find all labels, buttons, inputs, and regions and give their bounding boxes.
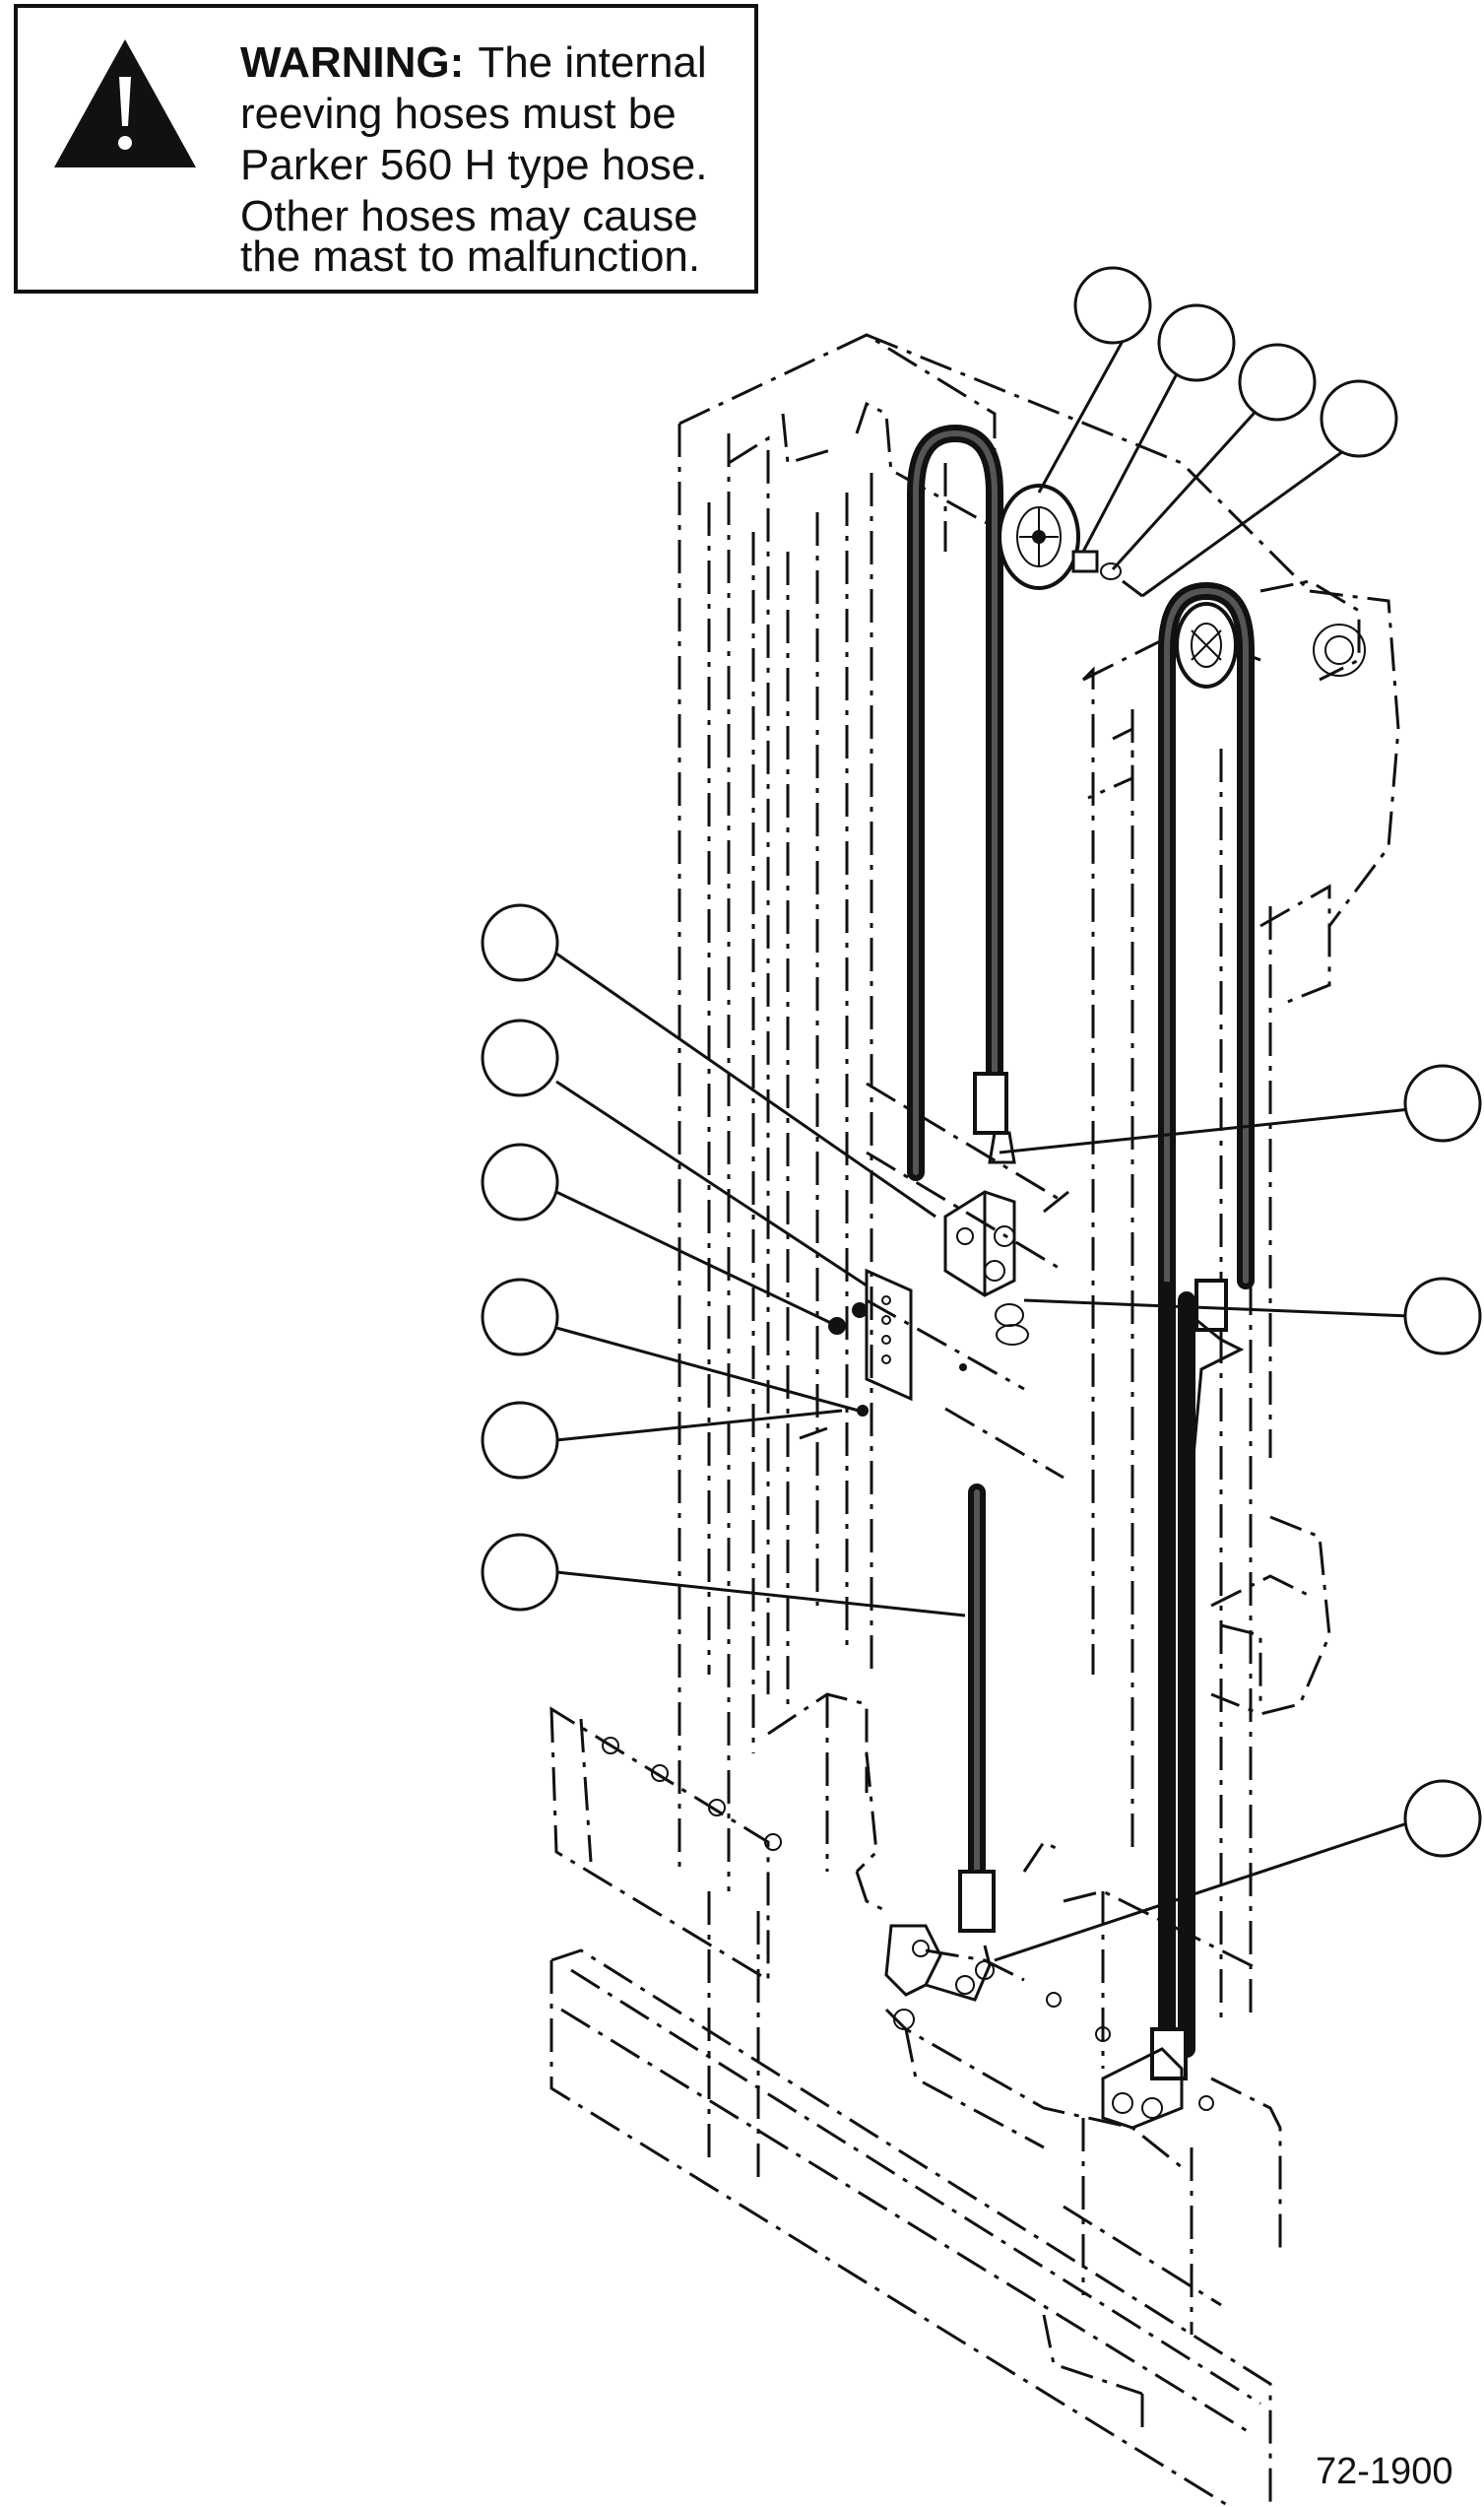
callout-7 (481, 1143, 559, 1221)
right-sheave (1175, 602, 1238, 689)
warning-line-1: The internal (478, 38, 706, 87)
warning-heading: WARNING: (240, 38, 464, 87)
callout-1 (1073, 266, 1152, 345)
callout-9 (481, 1401, 559, 1480)
callout-13 (1403, 1779, 1482, 1858)
callout-12 (1403, 1277, 1482, 1355)
warning-line-3: Parker 560 H type hose. (240, 141, 707, 189)
callout-11 (1403, 1064, 1482, 1143)
mast-frame (549, 333, 1400, 2507)
reeving-hoses (907, 424, 1255, 2080)
sheaves (998, 484, 1238, 689)
callout-8 (481, 1278, 559, 1356)
callout-4 (1320, 379, 1398, 458)
warning-line-5: the mast to malfunction. (240, 232, 700, 281)
warning-line-2: reeving hoses must be (240, 90, 677, 138)
warning-box: WARNING: The internal reeving hoses must … (14, 4, 758, 294)
center-bracket (799, 1131, 1069, 1440)
warning-line-4: Other hoses may cause (240, 192, 698, 240)
lower-clamp (884, 1924, 1184, 2130)
leader-lines (555, 322, 1411, 1962)
callout-3 (1238, 343, 1317, 422)
svg-text:WARNING:The internal: WARNING: The internal (240, 38, 707, 87)
callout-10 (481, 1533, 559, 1612)
figure-number: 72-1900 (1316, 2451, 1453, 2492)
callouts (481, 266, 1482, 1858)
warning-triangle-icon (54, 39, 196, 167)
callout-2 (1157, 303, 1236, 382)
callout-6 (481, 1019, 559, 1097)
left-sheave (998, 484, 1143, 598)
callout-5 (481, 903, 559, 982)
